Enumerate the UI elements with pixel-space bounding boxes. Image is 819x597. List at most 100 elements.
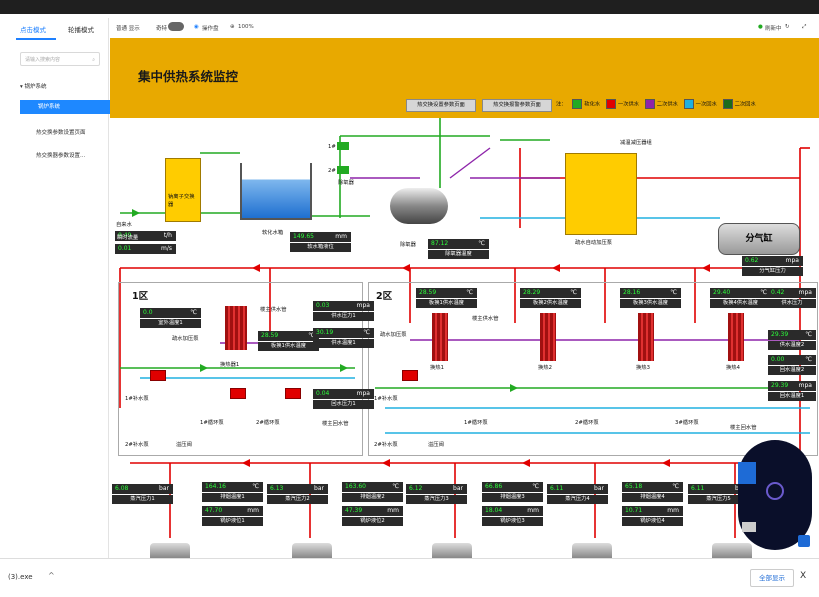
boiler-2[interactable] [292,543,332,558]
legend-swatch-primary-supply [605,99,616,109]
legend-label: 软化水 [584,101,601,108]
boiler-1[interactable] [150,543,190,558]
z1-temp1-value: 30.19℃ [313,328,374,338]
window-top-bar [0,0,819,14]
hx-c[interactable] [638,313,654,361]
hx-b[interactable] [540,313,556,361]
wheel-center-icon[interactable] [766,482,784,500]
deaerator-temp-value: 87.12℃ [428,239,489,249]
z2-hx1-value: 28.59℃ [416,288,477,298]
download-file-name[interactable]: (3).exe [8,573,33,581]
desuper-label: 减温减压器组 [620,140,652,146]
b1-lvl-label: 锅炉液位1 [202,517,263,526]
boiler-3[interactable] [432,543,472,558]
display-mode-select[interactable]: 普通 显示 [116,26,140,32]
toggle-label: 奇特 [156,26,168,32]
hx-d[interactable] [728,313,744,361]
sidebar-item-hx-alarm[interactable]: 热交换器参数设置... [36,153,86,159]
pump1-indicator[interactable] [337,142,349,150]
z2-return-main-label: 楼主回水管 [730,425,757,431]
b2-exh-value: 163.60℃ [342,482,403,492]
sidebar-item-boiler-system[interactable]: 锅炉系统 [20,100,110,114]
desuperheater-group[interactable] [565,153,637,235]
z1-press1-label: 供水压力1 [313,312,374,321]
b2-press-label: 蒸汽压力2 [267,495,328,504]
show-all-button[interactable]: 全部显示 [750,569,794,587]
z1-outdoor-label: 室外温度1 [140,319,201,328]
b3-lvl-label: 锅炉液位3 [482,517,543,526]
z1-circ-alarm2[interactable] [285,388,301,399]
hx-alarm-button[interactable]: 热交换报警参数页面 [482,99,552,112]
tab-carousel-mode[interactable]: 轮播模式 [68,26,94,34]
heat-exchanger-1[interactable] [225,306,247,350]
soft-water-tank[interactable] [240,163,312,220]
ion-exchanger[interactable] [165,158,201,222]
flow-inst-label: 瞬时流量 [117,235,139,241]
z1-valve-label: 溢压阀 [176,442,192,448]
tree-root[interactable]: ▾ 锅炉系统 [20,84,47,90]
tab-click-mode[interactable]: 点击模式 [20,26,46,34]
supply-main-label: 楼主供水管 [260,307,287,313]
drain-pump-label: 疏水加压泵 [172,336,199,342]
b1-exh-value: 164.16℃ [202,482,263,492]
search-input[interactable]: 请输入搜索内容 ⌕ [20,52,100,66]
b1-exh-label: 排烟温度1 [202,493,263,502]
b3-exh-value: 66.86℃ [482,482,543,492]
deaerator-label: 除氧器 [400,242,416,248]
legend-label: 二次回水 [734,101,756,108]
z1-circ1-label: 1#循环泵 [200,420,224,426]
z1-fill1-label: 1#补水泵 [125,396,149,402]
chevron-up-icon[interactable]: ^ [48,571,55,580]
hx-a[interactable] [432,313,448,361]
sidebar-item-hx-settings[interactable]: 热交换参数设置页面 [36,130,86,136]
toggle-switch[interactable] [168,22,184,31]
z1-circ-alarm1[interactable] [230,388,246,399]
b2-lvl-label: 锅炉液位2 [342,517,403,526]
toolbar: 普通 显示 奇特 ◉ 操作盘 ⊕ 100% ● 刷新中 ↻ ⤢ [110,18,819,38]
z2-press-label: 供水压力 [768,299,816,308]
z2-drain-label: 疏水加压泵 [380,332,407,338]
z2-supply-main-label: 楼主供水管 [472,316,499,322]
fullscreen-icon[interactable]: ⤢ [802,24,807,30]
search-icon[interactable]: ⌕ [92,57,95,63]
pump2-tag: 2# [328,168,336,174]
z1-hx-supply-value: 28.59℃ [258,331,319,341]
boiler-4[interactable] [572,543,612,558]
deaerator-pump-label: 除氧器 [338,180,354,186]
gas-header[interactable]: 分气缸 [718,223,800,255]
legend-label: 一次供水 [617,101,640,108]
deaerator-tank[interactable] [390,188,448,224]
zoom-icon[interactable]: ⊕ [230,24,235,30]
chat-icon[interactable] [798,535,810,547]
tank-level-label: 软水箱液位 [290,243,351,252]
zone-2-title: 2区 [376,291,393,302]
hx-settings-button[interactable]: 热交换设置参数页面 [406,99,476,112]
z1-fill1-alarm[interactable] [150,370,166,381]
refresh-icon[interactable]: ↻ [785,24,790,30]
pump2-indicator[interactable] [337,166,349,174]
boiler-5[interactable] [712,543,752,558]
radio-icon[interactable]: ◉ [194,24,199,30]
z2-hx4-label: 板换4供水温度 [710,299,771,308]
z2-hx1-label: 板换1供水温度 [416,299,477,308]
wheel-monitor-icon[interactable] [742,522,756,532]
legend-label: 一次回水 [695,101,717,108]
legend-title: 注： [556,101,567,108]
close-download-bar-button[interactable]: X [800,571,807,581]
sidebar: 点击模式 轮播模式 请输入搜索内容 ⌕ ▾ 锅炉系统 锅炉系统 热交换参数设置页… [6,18,110,558]
status-dot-icon: ● [758,24,763,30]
wheel-home-icon[interactable] [738,462,756,484]
floating-wheel-menu[interactable] [738,440,812,550]
return-main-label: 楼主回水管 [322,421,349,427]
z2-hx3-value: 28.16℃ [620,288,681,298]
tap-water-label: 自来水 [116,222,132,228]
b3-press-label: 蒸汽压力3 [406,495,467,504]
z1-temp1-label: 供水温度1 [313,339,374,348]
z2-fill-alarm[interactable] [402,370,418,381]
